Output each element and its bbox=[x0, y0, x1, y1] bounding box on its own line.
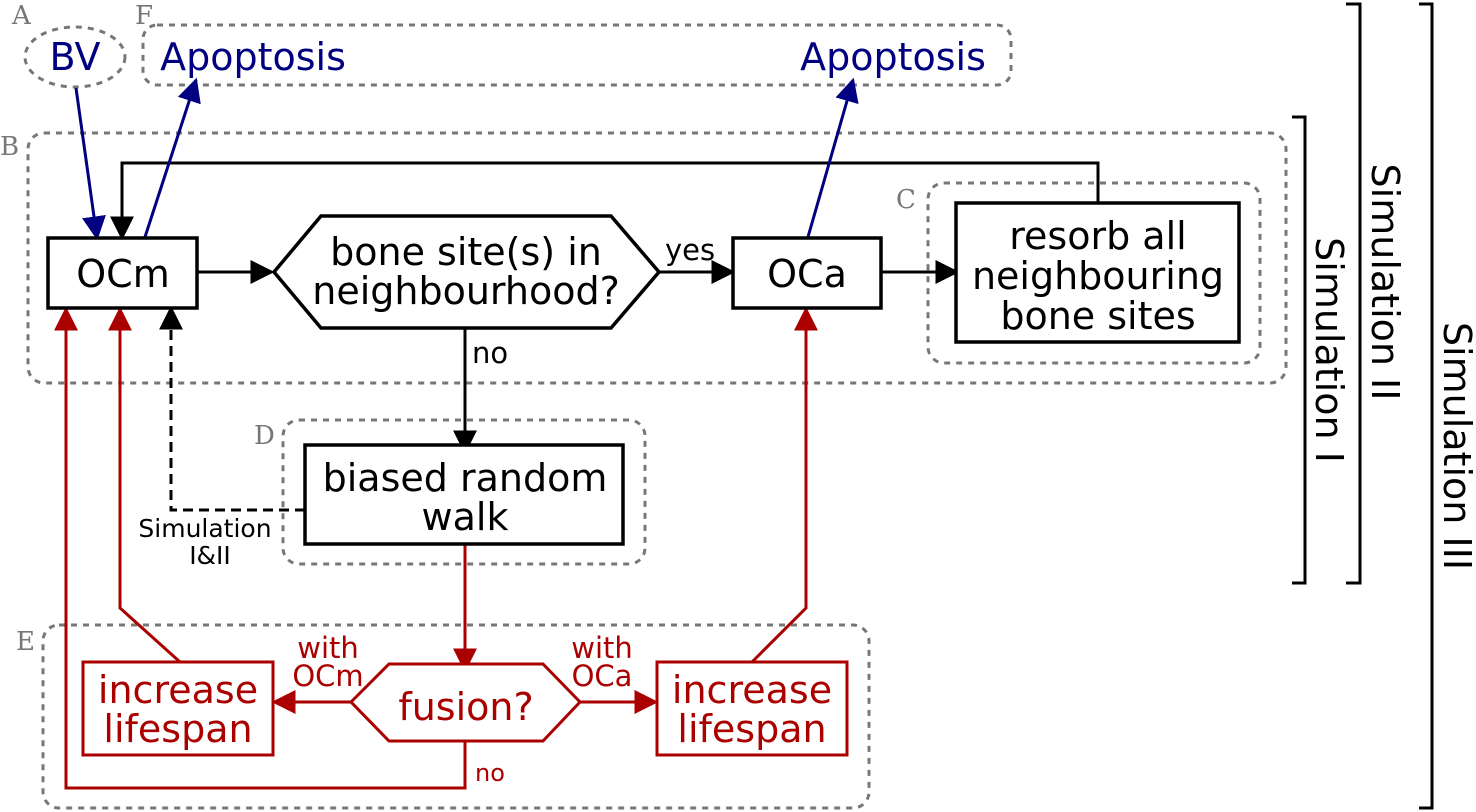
group-letter-e: E bbox=[16, 627, 35, 657]
node-decision: bone site(s) in neighbourhood? bbox=[271, 214, 662, 330]
node-ocm-label: OCm bbox=[76, 252, 169, 296]
node-increase-right: increase lifespan bbox=[655, 660, 849, 757]
node-apoptosis-left: Apoptosis bbox=[160, 35, 346, 79]
group-a-border bbox=[23, 25, 127, 89]
group-letter-b: B bbox=[0, 132, 19, 162]
edge-label-sim-line2: I&II bbox=[189, 541, 231, 570]
node-resorb-line3: bone sites bbox=[1000, 294, 1195, 338]
node-walk-line2: walk bbox=[422, 495, 509, 539]
edge-increase-right-to-oca bbox=[750, 306, 818, 664]
node-increase-left-line2: lifespan bbox=[103, 707, 252, 751]
node-oca-label: OCa bbox=[767, 252, 847, 296]
node-fusion: fusion? bbox=[348, 662, 583, 743]
edge-ocm-to-apoptosis bbox=[143, 77, 201, 238]
bracket-sim1 bbox=[1292, 115, 1307, 585]
group-letter-d: D bbox=[254, 421, 275, 451]
group-c-border bbox=[926, 181, 1262, 365]
node-increase-right-line2: lifespan bbox=[677, 707, 826, 751]
node-decision-line1: bone site(s) in bbox=[330, 230, 602, 274]
group-f-border bbox=[141, 23, 1013, 87]
bracket-label-sim3: Simulation III bbox=[1435, 322, 1476, 570]
group-b-border bbox=[26, 131, 1288, 385]
bracket-label-sim2: Simulation II bbox=[1363, 164, 1407, 401]
edge-label-with-ocm-line1: with bbox=[297, 631, 359, 665]
node-oca: OCa bbox=[731, 236, 883, 310]
edge-label-no: no bbox=[472, 336, 508, 370]
bracket-label-sim1: Simulation I bbox=[1307, 237, 1351, 463]
edge-bv-to-ocm bbox=[74, 87, 106, 241]
node-increase-left: increase lifespan bbox=[81, 660, 275, 757]
edge-label-with-oca-line2: OCa bbox=[572, 659, 633, 693]
node-walk-line1: biased random bbox=[323, 456, 608, 500]
edge-walk-to-ocm bbox=[159, 305, 305, 512]
node-fusion-label: fusion? bbox=[398, 685, 533, 729]
edge-label-fusion-no: no bbox=[475, 759, 505, 787]
group-letter-a: A bbox=[11, 1, 32, 31]
edge-label-with-oca-line1: with bbox=[571, 631, 633, 665]
node-resorb: resorb all neighbouring bone sites bbox=[954, 201, 1241, 344]
node-walk: biased random walk bbox=[303, 443, 625, 546]
group-d-border bbox=[281, 418, 647, 566]
edge-label-yes: yes bbox=[665, 233, 715, 267]
node-resorb-line2: neighbouring bbox=[972, 254, 1224, 298]
edge-increase-left-to-ocm bbox=[108, 306, 182, 664]
group-e-border bbox=[41, 623, 871, 810]
bracket-sim2 bbox=[1346, 2, 1362, 585]
node-resorb-line1: resorb all bbox=[1009, 214, 1186, 258]
node-bv: BV bbox=[50, 35, 101, 79]
node-increase-left-line1: increase bbox=[98, 668, 258, 712]
edge-label-with-ocm-line2: OCm bbox=[292, 659, 363, 693]
bracket-sim3 bbox=[1419, 2, 1434, 810]
edge-oca-to-apoptosis bbox=[806, 77, 859, 238]
node-decision-line2: neighbourhood? bbox=[312, 269, 620, 313]
node-increase-right-line1: increase bbox=[672, 668, 832, 712]
edge-label-sim-line1: Simulation bbox=[138, 514, 271, 543]
edge-fusion-no-to-ocm bbox=[54, 306, 467, 790]
group-letter-f: F bbox=[135, 1, 153, 31]
group-letter-c: C bbox=[896, 185, 916, 215]
node-apoptosis-right: Apoptosis bbox=[800, 35, 986, 79]
edge-resorb-to-ocm bbox=[110, 161, 1100, 241]
node-ocm: OCm bbox=[46, 236, 199, 310]
